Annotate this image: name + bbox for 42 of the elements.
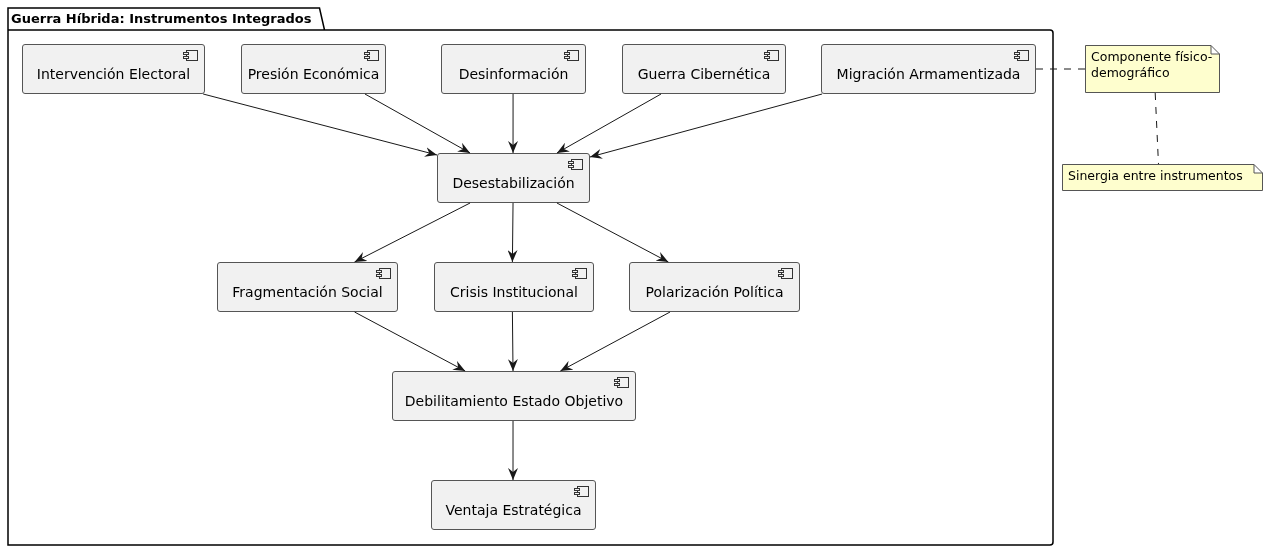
note-text: Componente físico-demográfico — [1091, 49, 1213, 81]
package-frame — [7, 7, 1054, 546]
component-label: Fragmentación Social — [232, 284, 383, 300]
arrow — [556, 93, 662, 154]
component-label: Crisis Institucional — [450, 284, 578, 300]
component-box — [22, 44, 205, 94]
component-box — [392, 371, 636, 421]
arrow — [556, 202, 669, 263]
arrow — [364, 93, 471, 154]
component-label: Polarización Política — [645, 284, 784, 300]
component-box — [434, 262, 594, 312]
component-box — [437, 153, 590, 203]
component-box — [241, 44, 386, 94]
component-label: Debilitamiento Estado Objetivo — [404, 393, 624, 409]
component-label: Ventaja Estratégica — [445, 502, 582, 518]
arrow — [508, 93, 519, 154]
arrow — [354, 311, 466, 372]
note-box — [1085, 45, 1220, 93]
dashed-connector — [1154, 92, 1159, 165]
component-label: Presión Económica — [247, 66, 380, 82]
arrow — [202, 93, 438, 157]
component-label: Intervención Electoral — [36, 66, 191, 82]
component-box — [821, 44, 1036, 94]
note-text: Sinergia entre instrumentos — [1068, 168, 1243, 183]
arrow — [507, 202, 518, 263]
dashed-connector — [1035, 68, 1086, 70]
component-label: Guerra Cibernética — [637, 66, 771, 82]
arrow — [559, 311, 671, 372]
note-box — [1062, 164, 1263, 191]
component-box — [217, 262, 398, 312]
component-box — [441, 44, 586, 94]
component-label: Migración Armamentizada — [836, 66, 1021, 82]
component-box — [622, 44, 786, 94]
arrow — [589, 93, 823, 159]
arrow — [354, 202, 471, 263]
component-box — [431, 480, 596, 530]
arrow — [508, 420, 518, 481]
component-box — [629, 262, 800, 312]
component-label: Desestabilización — [452, 175, 575, 191]
package-title: Guerra Híbrida: Instrumentos Integrados — [11, 11, 312, 26]
arrow — [507, 311, 518, 372]
component-label: Desinformación — [458, 66, 569, 82]
